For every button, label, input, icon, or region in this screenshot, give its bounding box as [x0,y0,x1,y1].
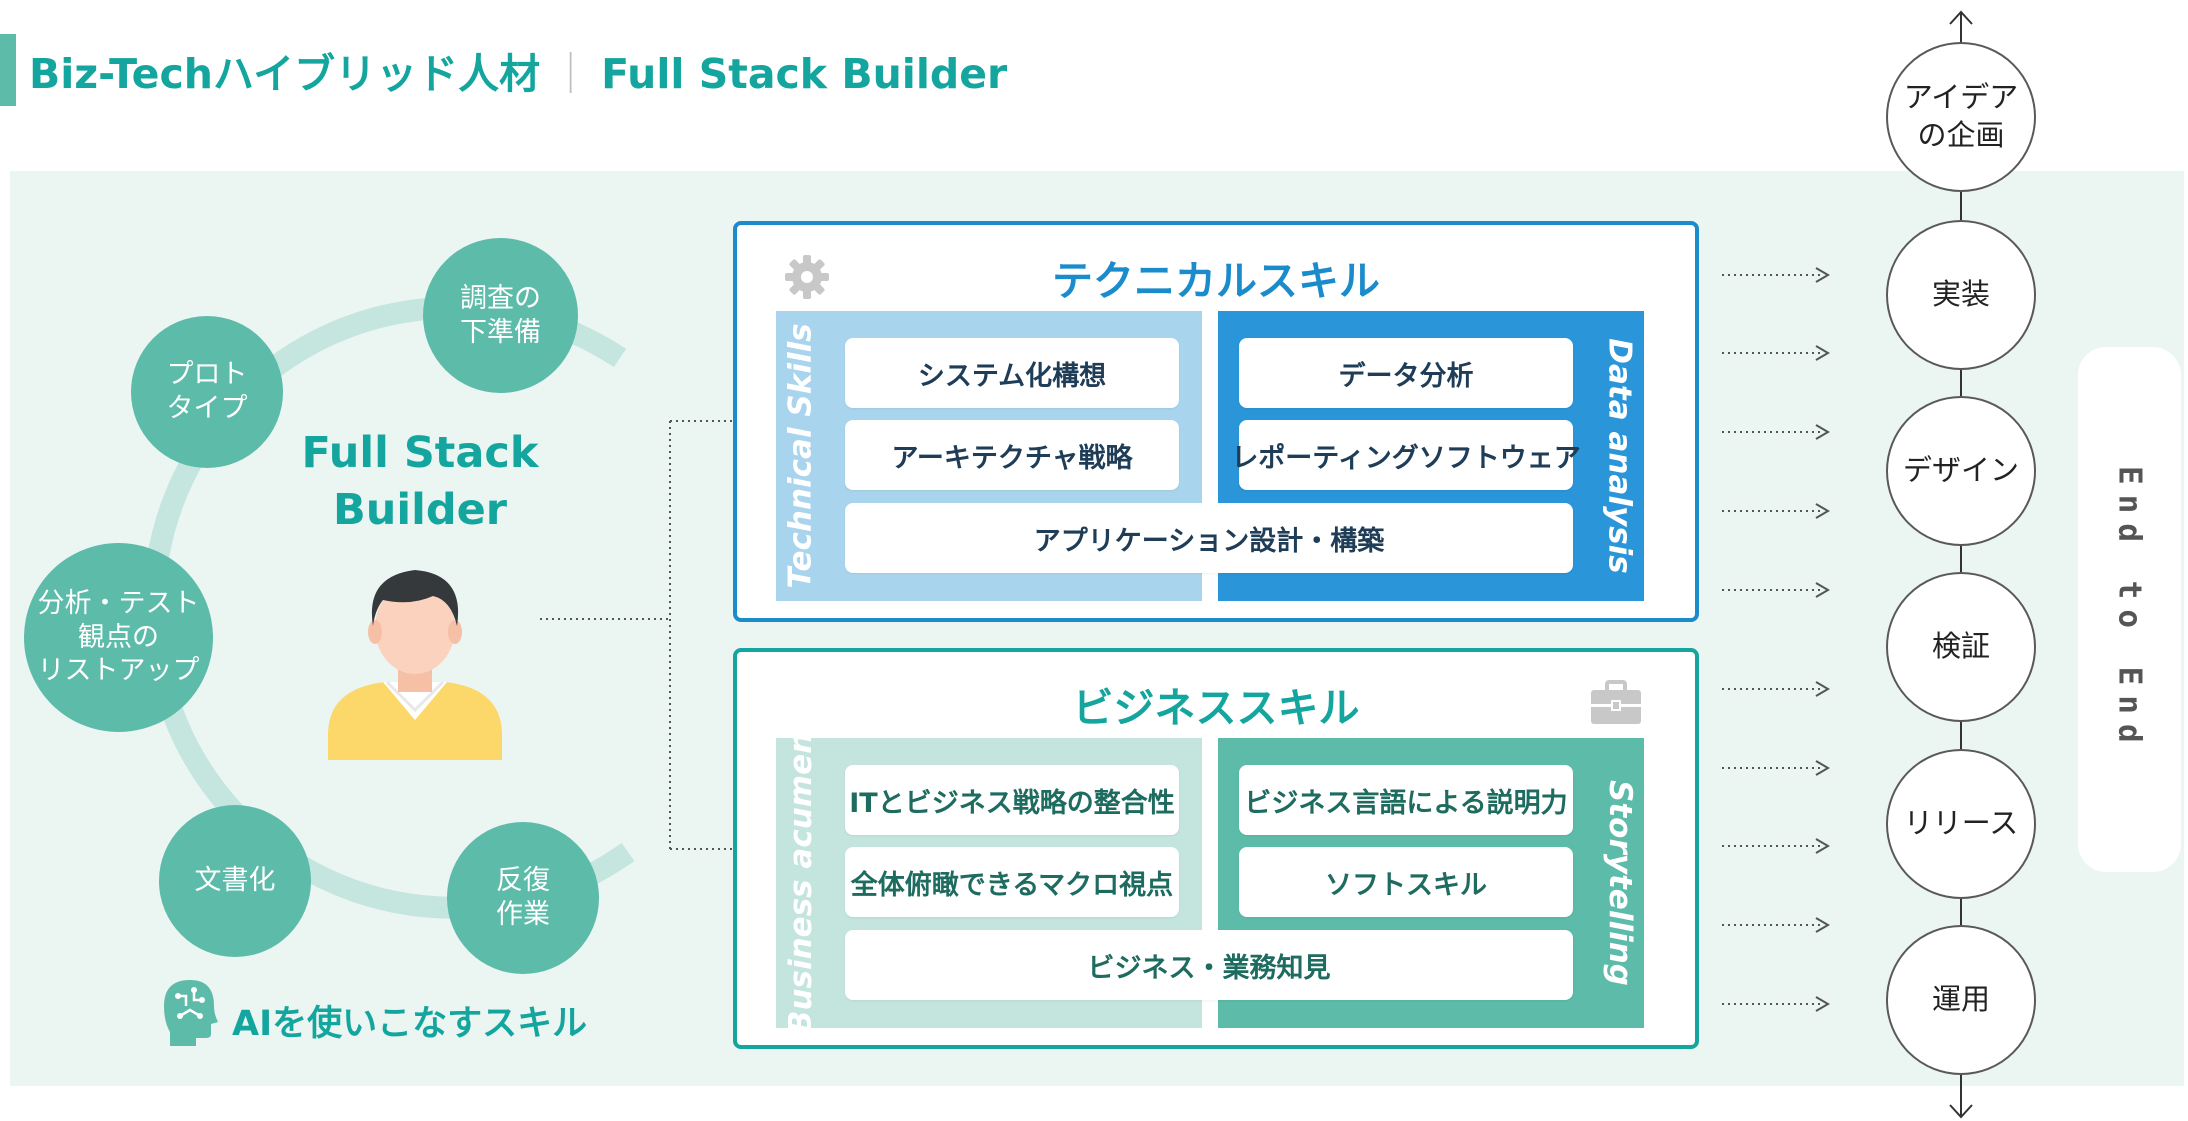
title-right: Full Stack Builder [601,50,1008,98]
business-title: ビジネススキル [1072,684,1360,732]
brain-head-icon [164,980,218,1046]
title-accent-bar [0,34,16,106]
technical-left-label-wrap: Technical Skills [776,311,826,601]
cycle-item-documentation: 文書化 [159,805,311,957]
title-separator: ｜ [550,50,592,98]
end-to-end-label: End to End [2111,466,2148,753]
cycle-item-prototype: プロト タイプ [131,316,283,468]
skill-architecture-strategy: アーキテクチャ戦略 [845,420,1179,490]
skill-macro-view: 全体俯瞰できるマクロ視点 [845,847,1179,917]
cycle-item-iteration: 反復 作業 [447,822,599,974]
skill-business-explanation: ビジネス言語による説明力 [1239,765,1573,835]
flow-stage-release: リリース [1886,749,2036,899]
skill-soft-skills: ソフトスキル [1239,847,1573,917]
cycle-item-research: 調査の 下準備 [423,238,578,393]
skill-business-knowledge: ビジネス・業務知見 [845,930,1573,1000]
technical-right-label: Data analysis [1602,338,1639,574]
technical-title: テクニカルスキル [1052,257,1380,305]
ai-skill-label: AIを使いこなすスキル [232,1004,588,1044]
cycle-item-analysis: 分析・テスト 観点の リストアップ [24,543,213,732]
business-left-label: Business acumen [783,731,820,1035]
skill-data-analysis: データ分析 [1239,338,1573,408]
gear-icon [785,255,829,299]
title-left: Biz-Techハイブリッド人材 [29,50,541,98]
technical-left-label: Technical Skills [783,323,819,589]
technical-skills-box: テクニカルスキル Technical Skills Data analysis … [733,221,1699,622]
end-to-end-wrap: End to End [2078,347,2181,872]
business-left-label-wrap: Business acumen [776,732,826,1034]
cycle-center-title: Full Stack Builder [301,428,539,535]
skill-it-business-alignment: ITとビジネス戦略の整合性 [845,765,1179,835]
person-avatar [328,570,502,760]
flow-stage-verification: 検証 [1886,572,2036,722]
flow-stage-implementation: 実装 [1886,220,2036,370]
dotted-connectors [540,420,733,850]
flow-stage-operation: 運用 [1886,925,2036,1075]
page-title: Biz-Techハイブリッド人材｜Full Stack Builder [29,40,1007,100]
briefcase-icon [1591,680,1641,724]
end-to-end-pill [2078,347,2181,872]
technical-right-label-wrap: Data analysis [1596,311,1644,601]
business-right-label-wrap: Storytelling [1596,738,1644,1028]
skill-application-design: アプリケーション設計・構築 [845,503,1573,573]
business-right-label: Storytelling [1602,780,1639,986]
flow-stage-ideation: アイデア の企画 [1886,42,2036,192]
flow-arrows [1722,267,1830,1012]
flow-stage-design: デザイン [1886,396,2036,546]
business-skills-box: ビジネススキル Business acumen Storytelling ITと… [733,648,1699,1049]
skill-reporting-software: レポーティングソフトウェア [1231,420,1581,490]
skill-system-concept: システム化構想 [845,338,1179,408]
